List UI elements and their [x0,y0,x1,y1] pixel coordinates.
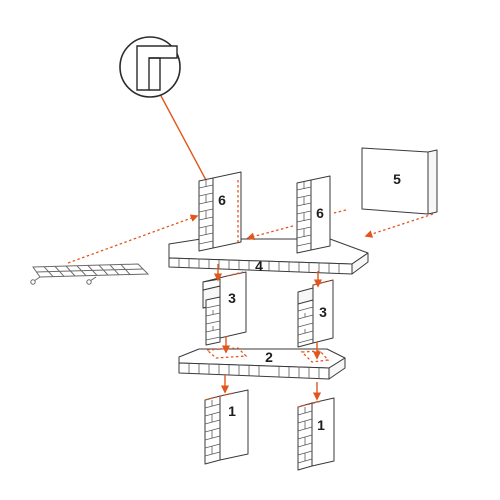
arrow-panel-5-stub [333,209,347,214]
part-label-5: 5 [393,171,401,187]
column-3-left: 3 [202,271,247,346]
panel-5: 5 [361,147,438,215]
detail-callout [119,36,239,241]
column-1-right: 1 [297,397,335,471]
part-label-1-right: 1 [317,417,325,433]
part-label-6-right: 6 [316,205,324,221]
part-label-3-right: 3 [319,304,327,320]
column-6-left: 6 [198,171,242,252]
assembly-arrows [67,209,434,401]
part-label-1-left: 1 [228,403,236,419]
part-label-3-left: 3 [228,290,236,306]
column-1-left: 1 [204,389,249,465]
part-label-4: 4 [255,258,263,274]
column-3-right: 3 [297,279,334,348]
corner-joint-detail-icon [136,45,178,91]
grill-grate-icon [30,263,150,285]
arrow-panel-5 [364,213,434,238]
arrow-column-6-right [246,225,294,241]
part-label-2: 2 [265,349,273,365]
column-6-right: 6 [296,175,331,254]
slab-2: 2 [178,347,346,380]
part-label-6-left: 6 [218,192,226,208]
